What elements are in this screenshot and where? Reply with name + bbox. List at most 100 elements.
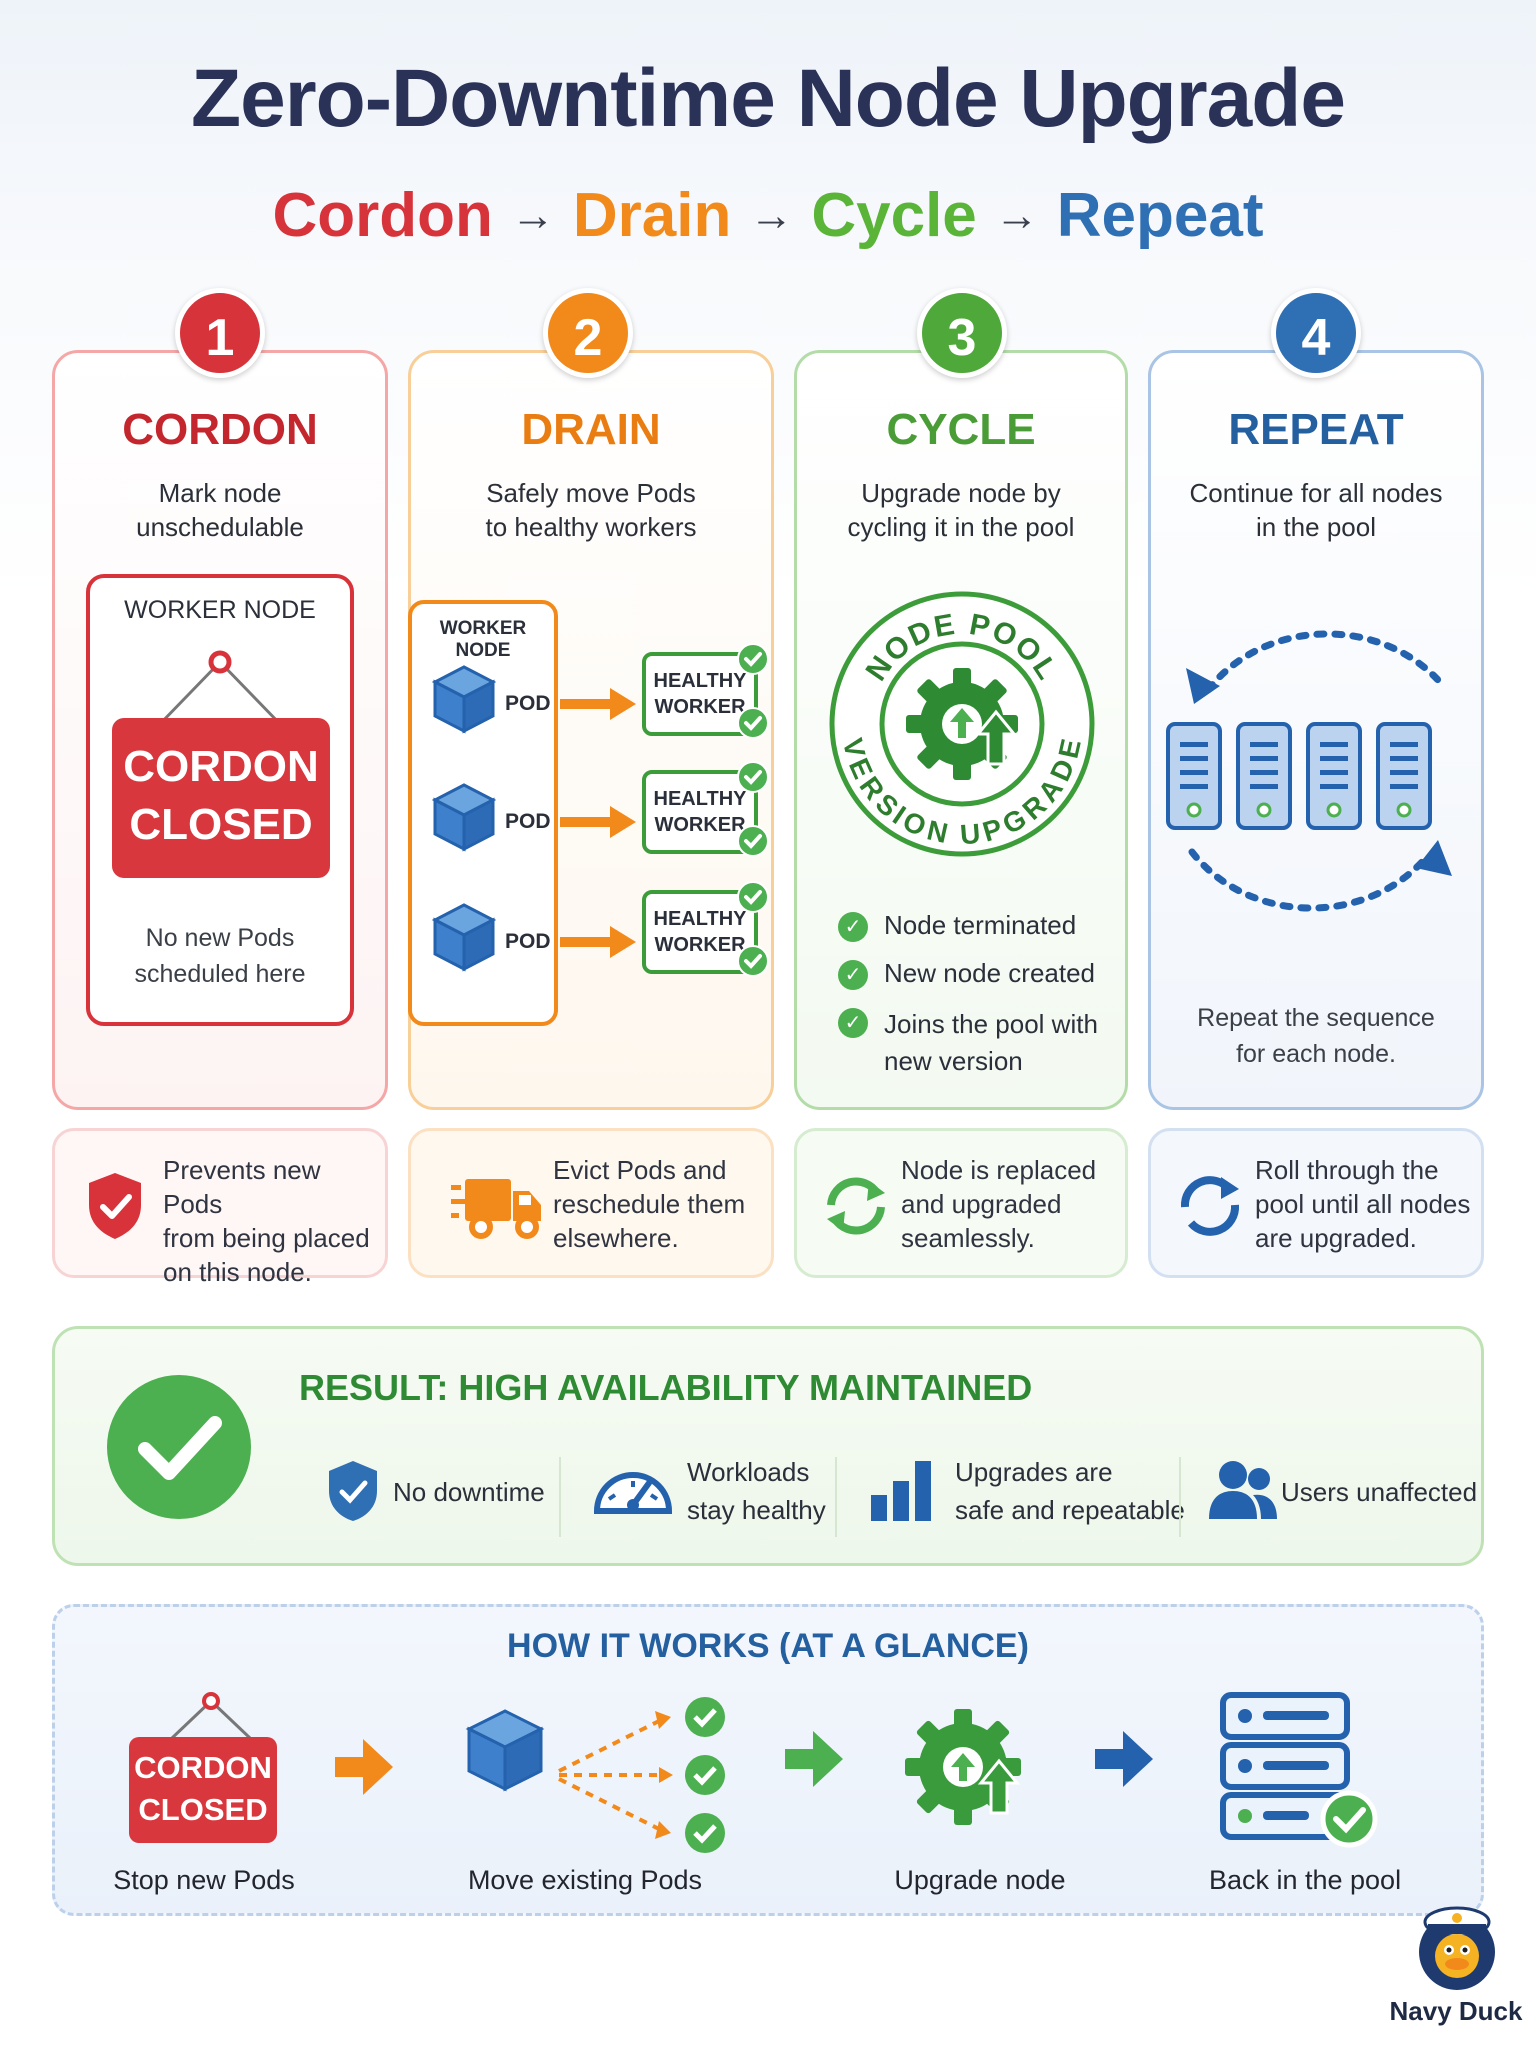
check-icon	[737, 881, 769, 913]
how-label-back: Back in the pool	[1208, 1865, 1402, 1895]
bar-chart-icon	[871, 1461, 931, 1521]
page-subtitle: Cordon → Drain → Cycle → Repeat	[0, 176, 1536, 251]
server-icon	[1376, 722, 1432, 830]
check-icon	[685, 1697, 725, 1737]
subtitle-cordon: Cordon	[272, 181, 493, 251]
step-name-cordon: CORDON	[122, 405, 318, 454]
how-label-stop: Stop new Pods	[113, 1865, 295, 1895]
pod-cube-icon	[432, 903, 496, 972]
worker-node-label: WORKER NODE	[439, 618, 527, 661]
cycle-checklist: ✓Node terminated ✓New node created ✓Join…	[838, 904, 1128, 1076]
result-item-users: Users unaffected	[1281, 1477, 1478, 1507]
how-label-upgrade: Upgrade node	[894, 1865, 1066, 1895]
server-icon	[1166, 722, 1222, 830]
sign-hanger-icon	[156, 650, 284, 728]
check-icon	[737, 761, 769, 793]
arrow-head-icon	[1416, 840, 1452, 876]
repeat-cycle-diagram	[1166, 630, 1452, 912]
subtitle-arrow: →	[749, 190, 794, 240]
navy-duck-logo	[1419, 1906, 1495, 1990]
gear-icon	[906, 668, 1018, 780]
check-icon	[737, 825, 769, 857]
gauge-icon	[593, 1472, 673, 1514]
check-icon	[737, 643, 769, 675]
step-badge-1: 1	[175, 288, 265, 378]
step-name-drain: DRAIN	[521, 405, 661, 454]
arrow-right-icon	[560, 688, 636, 720]
node-pool-ring-icon: NODE POOL VERSION UPGRADE	[829, 591, 1095, 857]
arrow-right-icon	[335, 1739, 393, 1795]
check-icon	[685, 1813, 725, 1853]
arrow-right-icon	[785, 1731, 843, 1787]
step-name-repeat: REPEAT	[1228, 405, 1404, 454]
check-icon	[1320, 1790, 1378, 1848]
server-icon	[1306, 722, 1362, 830]
page-title: Zero-Downtime Node Upgrade	[191, 53, 1346, 144]
step-badge-3: 3	[917, 288, 1007, 378]
arrow-right-icon	[560, 926, 636, 958]
cycle-icon	[1180, 1176, 1240, 1236]
subtitle-cycle: Cycle	[811, 181, 977, 251]
big-check-icon	[107, 1375, 251, 1519]
arrow-right-icon	[1095, 1731, 1153, 1787]
check-icon	[737, 945, 769, 977]
pod-label: POD	[505, 810, 551, 833]
dispatch-arrows	[558, 1697, 725, 1853]
gear-upgrade-icon	[905, 1709, 1021, 1825]
subtitle-repeat: Repeat	[1056, 181, 1264, 251]
check-icon	[737, 707, 769, 739]
check-icon: ✓	[838, 912, 868, 942]
server-icon	[1236, 722, 1292, 830]
check-icon	[685, 1755, 725, 1795]
pod-cube-icon	[432, 665, 496, 734]
step-badge-2: 2	[543, 288, 633, 378]
arrow-right-icon	[560, 806, 636, 838]
shield-check-icon	[329, 1461, 377, 1521]
how-title: HOW IT WORKS (AT A GLANCE)	[507, 1627, 1029, 1665]
users-icon	[1209, 1461, 1277, 1519]
pod-cube-icon	[465, 1709, 545, 1792]
pod-label: POD	[505, 930, 551, 953]
result-item-no-downtime: No downtime	[393, 1477, 545, 1507]
step-badge-4: 4	[1271, 288, 1361, 378]
brand-name: Navy Duck	[1389, 1996, 1523, 2026]
pod-label: POD	[505, 692, 551, 715]
result-panel: RESULT: HIGH AVAILABILITY MAINTAINED No …	[52, 1326, 1484, 1566]
pod-cube-icon	[432, 783, 496, 852]
arrow-head-icon	[1186, 668, 1220, 704]
refresh-icon	[827, 1177, 885, 1235]
sign-hanger-icon	[169, 1692, 253, 1741]
truck-icon	[451, 1179, 541, 1239]
shield-check-icon	[89, 1173, 141, 1239]
result-title: RESULT: HIGH AVAILABILITY MAINTAINED	[299, 1367, 1033, 1408]
check-icon: ✓	[838, 1008, 868, 1038]
subtitle-arrow: →	[510, 190, 555, 240]
worker-node-label: WORKER NODE	[124, 596, 316, 624]
step-name-cycle: CYCLE	[886, 405, 1036, 454]
subtitle-arrow: →	[994, 190, 1039, 240]
subtitle-drain: Drain	[572, 181, 732, 251]
how-label-move: Move existing Pods	[467, 1865, 703, 1895]
server-stack-icon	[1220, 1692, 1378, 1848]
check-icon: ✓	[838, 960, 868, 990]
